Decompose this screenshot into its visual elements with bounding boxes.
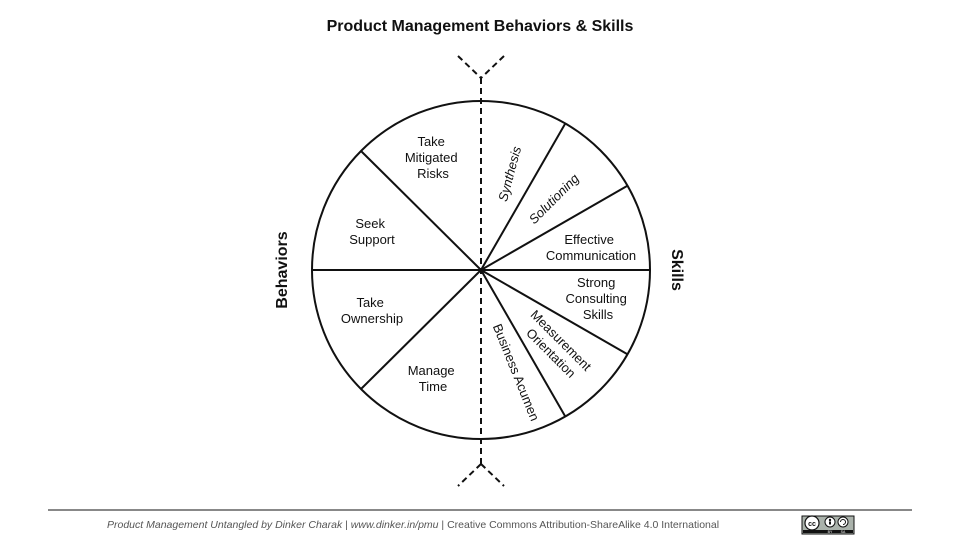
cc-by-sa-icon: cc BY SA bbox=[801, 515, 855, 535]
axis-top-arrow bbox=[457, 55, 482, 79]
segment-take-mitigated-risks: Take Mitigated Risks bbox=[405, 134, 461, 181]
footer-credit: Product Management Untangled by Dinker C… bbox=[107, 519, 719, 531]
segment-strong-consulting-skills: Strong Consulting Skills bbox=[565, 275, 630, 322]
segment-synthesis: Synthesis bbox=[495, 144, 524, 203]
segment-seek-support: Seek Support bbox=[349, 216, 395, 247]
svg-text:cc: cc bbox=[808, 521, 816, 528]
divider-line bbox=[360, 150, 482, 271]
divider-line bbox=[480, 269, 566, 417]
divider-line bbox=[480, 185, 628, 271]
segment-effective-communication: Effective Communication bbox=[546, 232, 636, 263]
diagram-title: Product Management Behaviors & Skills bbox=[327, 18, 634, 35]
svg-text:SA: SA bbox=[841, 530, 846, 534]
behaviors-label: Behaviors bbox=[274, 231, 291, 308]
segment-take-ownership: Take Ownership bbox=[341, 295, 403, 326]
axis-top-arrow bbox=[480, 55, 505, 79]
divider-line bbox=[360, 269, 482, 390]
divider-line bbox=[480, 269, 628, 355]
divider-line bbox=[480, 123, 566, 271]
axis-bottom-arrow bbox=[480, 463, 505, 487]
svg-text:BY: BY bbox=[828, 530, 833, 534]
axis-bottom-arrow bbox=[457, 463, 482, 487]
skills-label: Skills bbox=[668, 249, 685, 291]
segment-manage-time: Manage Time bbox=[408, 363, 459, 394]
